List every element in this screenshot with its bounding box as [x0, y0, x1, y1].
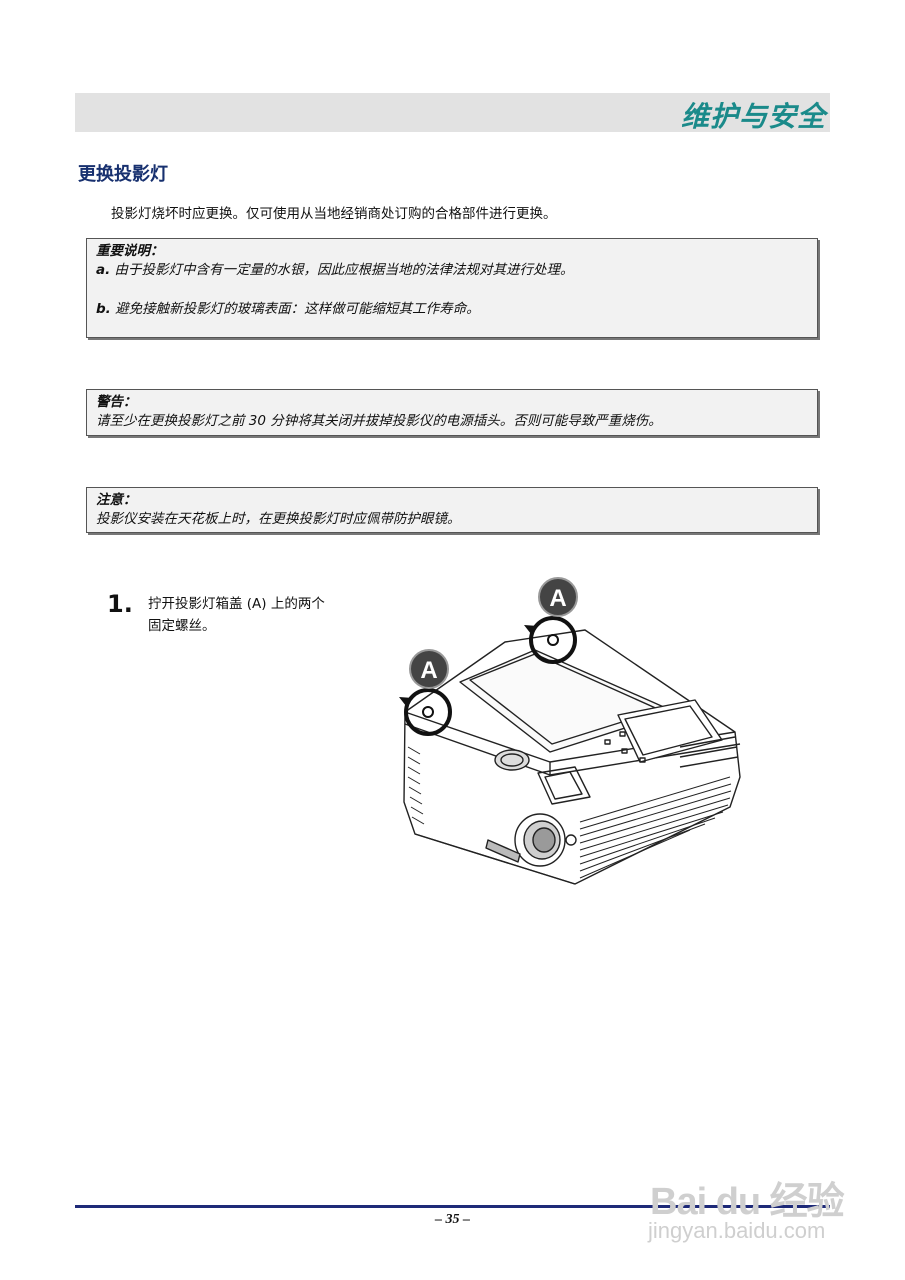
baidu-watermark: Bai du 经验 jingyan.baidu.com [640, 1140, 860, 1250]
step-number: 1. [107, 590, 133, 618]
callout-a-left-label: A [420, 657, 437, 684]
warning-note-title: 警告： [96, 394, 137, 410]
item-a-prefix: a. [96, 262, 111, 278]
caution-note-text: 投影仪安装在天花板上时，在更换投影灯时应佩带防护眼镜。 [96, 511, 461, 527]
callout-a-right-label: A [549, 585, 566, 612]
page-number: – 35 – [435, 1212, 470, 1227]
chapter-header-band: 维护与安全 [75, 93, 830, 133]
important-note-title: 重要说明： [96, 243, 164, 259]
warning-note-text: 请至少在更换投影灯之前 30 分钟将其关闭并拔掉投影仪的电源插头。否则可能导致严… [96, 413, 662, 429]
important-note-box: 重要说明： a. 由于投影灯中含有一定量的水银，因此应根据当地的法律法规对其进行… [86, 238, 818, 338]
item-a-text: 由于投影灯中含有一定量的水银，因此应根据当地的法律法规对其进行处理。 [110, 262, 574, 278]
projector-illustration: A A [390, 572, 760, 902]
callout-a-right: A [538, 577, 578, 617]
chapter-title: 维护与安全 [680, 100, 826, 133]
screw-top-right-icon [524, 616, 577, 664]
item-b-prefix: b. [96, 301, 111, 317]
footer-rule [75, 1205, 830, 1208]
projector-drawing: A A [399, 577, 741, 885]
caution-note-title: 注意： [96, 492, 137, 508]
intro-paragraph: 投影灯烧坏时应更换。仅可使用从当地经销商处订购的合格部件进行更换。 [111, 206, 557, 222]
watermark-brand: Bai du 经验 [650, 1181, 845, 1223]
caution-note-box: 注意： 投影仪安装在天花板上时，在更换投影灯时应佩带防护眼镜。 [86, 487, 818, 533]
important-note-item-b: b. 避免接触新投影灯的玻璃表面：这样做可能缩短其工作寿命。 [96, 300, 808, 319]
important-note-item-a: a. 由于投影灯中含有一定量的水银，因此应根据当地的法律法规对其进行处理。 [96, 261, 808, 280]
warning-note-box: 警告： 请至少在更换投影灯之前 30 分钟将其关闭并拔掉投影仪的电源插头。否则可… [86, 389, 818, 436]
callout-a-left: A [409, 649, 449, 689]
item-b-text: 避免接触新投影灯的玻璃表面：这样做可能缩短其工作寿命。 [110, 301, 480, 317]
section-heading: 更换投影灯 [78, 164, 168, 185]
watermark-url: jingyan.baidu.com [648, 1218, 826, 1243]
step-instruction: 拧开投影灯箱盖 (A) 上的两个固定螺丝。 [148, 596, 325, 634]
screw-top-left-icon [399, 688, 452, 736]
